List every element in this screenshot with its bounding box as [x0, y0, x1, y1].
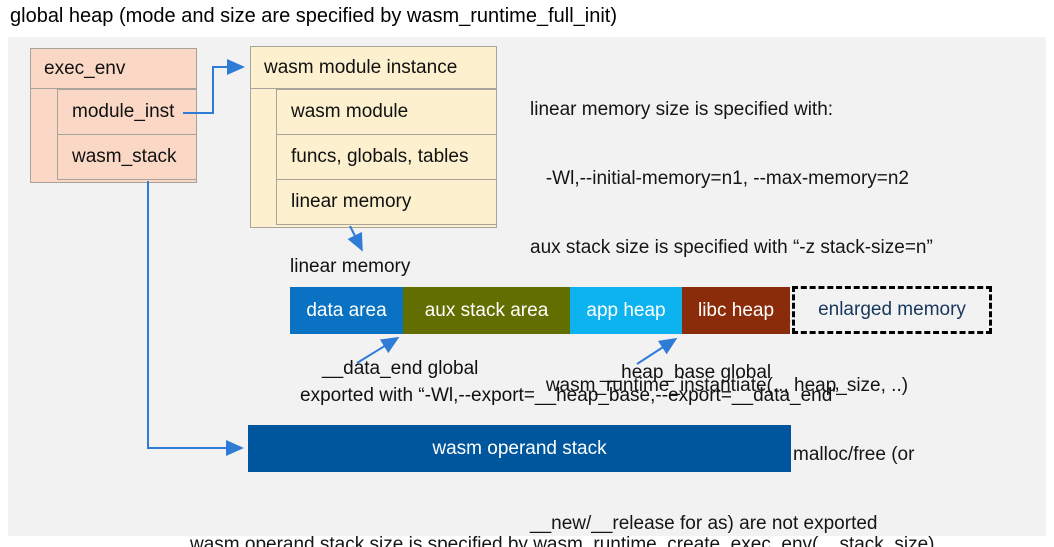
exec-env-box: exec_env module_inst wasm_stack [30, 48, 197, 183]
module-instance-header: wasm module instance [251, 47, 496, 89]
segment-app-heap: app heap [570, 287, 682, 334]
module-instance-row-wasm-module: wasm module [276, 89, 497, 135]
exec-env-row-wasm-stack: wasm_stack [57, 134, 197, 180]
data-end-global-label: __data_end global [322, 358, 479, 379]
exec-env-row-module-inst: module_inst [57, 89, 197, 135]
note-line: aux stack size is specified with “-z sta… [530, 237, 933, 258]
segment-libc-heap: libc heap [682, 287, 790, 334]
exported-flags-note: exported with “-Wl,--export=__heap_base,… [300, 385, 839, 406]
heap-base-global-label: __heap_base global [600, 362, 772, 383]
note-line: linear memory size is specified with: [530, 99, 834, 120]
enlarged-memory-box: enlarged memory [792, 286, 992, 334]
note-line: __new/__release for as) are not exported [530, 513, 878, 534]
linear-memory-bar: data area aux stack area app heap libc h… [290, 287, 790, 334]
note-line: -Wl,--initial-memory=n1, --max-memory=n2 [530, 168, 909, 189]
module-instance-row-funcs-globals-tables: funcs, globals, tables [276, 134, 497, 180]
module-instance-row-linear-memory: linear memory [276, 179, 497, 225]
note-line: wasm operand stack size is specified by … [190, 534, 935, 547]
segment-aux-stack-area: aux stack area [403, 287, 570, 334]
exec-env-header: exec_env [31, 49, 196, 89]
note-line: wasm_runtime_instantiate(.., heap_size, … [530, 375, 909, 396]
module-instance-box: wasm module instance wasm module funcs, … [250, 46, 497, 228]
page-title: global heap (mode and size are specified… [10, 5, 617, 27]
wasm-operand-stack-bar: wasm operand stack [248, 425, 791, 472]
linear-memory-label: linear memory [290, 256, 411, 277]
segment-data-area: data area [290, 287, 403, 334]
operand-stack-notes: wasm operand stack size is specified by … [190, 480, 935, 547]
